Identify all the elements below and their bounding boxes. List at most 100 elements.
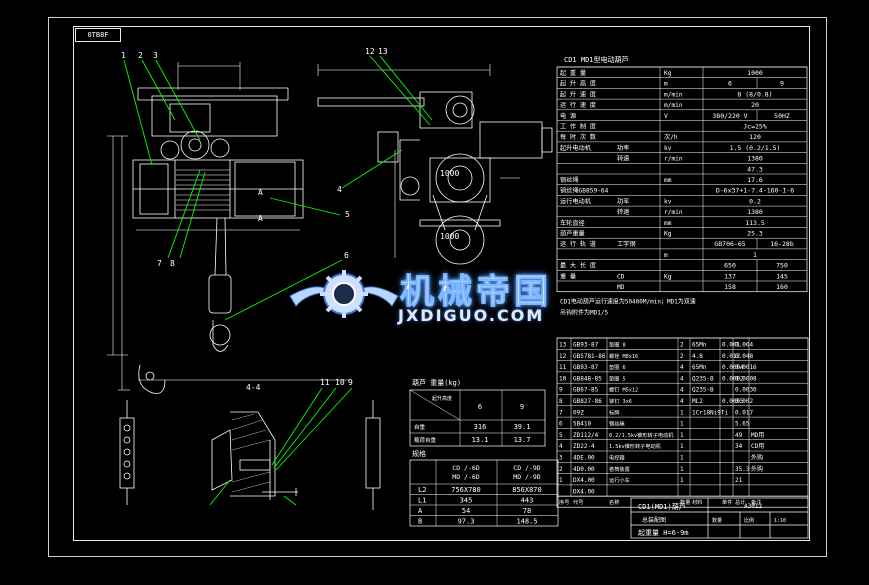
dim-cell: 97.3 bbox=[458, 518, 475, 526]
param-value: 1380 bbox=[747, 208, 763, 216]
parts-cell: 卷筒装置 bbox=[609, 465, 630, 473]
drawing-title: CD1(MD1)葫芦 bbox=[638, 502, 686, 511]
param-value: 650 bbox=[724, 262, 736, 270]
parts-cell: Q235-B bbox=[692, 375, 714, 382]
parts-cell: GB93-87 bbox=[573, 364, 599, 371]
leader-lines-detail bbox=[209, 387, 353, 506]
parts-row: DX4.00 bbox=[573, 488, 595, 495]
leader-9: 9 bbox=[348, 378, 353, 387]
parts-cell: 6 bbox=[559, 421, 563, 428]
param-value: 1000 bbox=[747, 69, 763, 77]
param-label: 起 升 高 度 bbox=[560, 80, 596, 88]
dim-row-label: B bbox=[418, 518, 422, 526]
parts-cell: 电控箱 bbox=[609, 454, 625, 462]
param-unit: Kg bbox=[664, 70, 672, 77]
parts-cell: 0.0004 bbox=[722, 364, 744, 371]
parts-cell: 13 bbox=[559, 342, 567, 349]
parts-header-cell: 总计 bbox=[735, 498, 745, 506]
param-row: 最 大 长 度 650 750 bbox=[560, 262, 788, 270]
parts-cell: 11 bbox=[559, 364, 567, 371]
param-value: 25.3 bbox=[747, 230, 763, 238]
param-value: 47.3 bbox=[747, 165, 763, 173]
dim-cell: 856X870 bbox=[512, 486, 542, 494]
parts-cell: 1 bbox=[680, 409, 684, 416]
parts-cell: 4 bbox=[680, 364, 684, 371]
parts-cell: 运行小车 bbox=[609, 476, 630, 484]
parts-cell: 0.001 bbox=[722, 342, 740, 349]
param-value: 50HZ bbox=[774, 112, 790, 120]
pendant-views bbox=[119, 400, 381, 510]
parts-cell: 0.0008 bbox=[735, 375, 757, 382]
dim-cell: 54 bbox=[462, 507, 470, 515]
corner-tag: 0TB8F bbox=[75, 28, 121, 42]
param-value: 380/220 V bbox=[712, 112, 747, 120]
parts-cell: 0.012 bbox=[722, 353, 740, 360]
parts-cell: GB67-85 bbox=[573, 387, 599, 394]
param-unit: mm bbox=[664, 177, 672, 184]
parts-cell: 0.2/1.5kv锥形转子电动机 bbox=[609, 431, 674, 439]
param-value: 6 bbox=[728, 80, 732, 88]
param-value: 750 bbox=[776, 262, 788, 270]
parts-cell: 0.0005 bbox=[722, 398, 744, 405]
parts-cell: 34 bbox=[735, 443, 743, 450]
parts-cell: GB93-87 bbox=[573, 342, 599, 349]
param-label: 运 行 轨 道 bbox=[560, 240, 596, 248]
param-value: 120 bbox=[749, 133, 761, 141]
parts-cell: 1Cr18Ni9Ti bbox=[692, 409, 729, 416]
param-unit: Kg bbox=[664, 273, 672, 280]
parts-cell: 0.0016 bbox=[735, 364, 757, 371]
parts-header-cell: 名称 bbox=[609, 498, 619, 506]
parts-cell: 4 bbox=[680, 387, 684, 394]
weight-row-label: 自重 bbox=[414, 423, 426, 431]
parts-cell: 8 bbox=[559, 398, 563, 405]
param-value: D-6x37+1-7.4-160-I-6 bbox=[716, 187, 794, 195]
parts-cell: 9 bbox=[559, 387, 563, 394]
parts-header-cell: 备注 bbox=[751, 498, 761, 506]
param-sub: 功率 bbox=[617, 197, 629, 205]
dim-cell: 756X780 bbox=[451, 486, 481, 494]
parts-cell: 1 bbox=[680, 421, 684, 428]
parts-cell: 1.5kv锥形转子电动机 bbox=[609, 442, 662, 450]
parts-cell: 4 bbox=[680, 375, 684, 382]
leader-10: 10 bbox=[335, 378, 345, 387]
param-unit: 次/h bbox=[664, 133, 678, 141]
parts-cell: 12 bbox=[559, 353, 567, 360]
parts-header-cell: 数量 bbox=[680, 498, 690, 506]
param-table-title: CD1 MD1型电动葫芦 bbox=[564, 55, 629, 64]
param-label: 最 大 长 度 bbox=[560, 262, 596, 270]
leader-7: 7 bbox=[157, 259, 162, 268]
parts-cell: 5 bbox=[559, 432, 563, 439]
section-detail bbox=[211, 411, 298, 500]
dim-table-title: 规格 bbox=[412, 449, 426, 458]
param-unit: m bbox=[664, 81, 668, 88]
dim-row-label: L2 bbox=[418, 486, 426, 494]
parts-cell: ML2 bbox=[692, 398, 703, 405]
param-unit: r/min bbox=[664, 156, 683, 163]
parts-cell: DX4.00 bbox=[573, 488, 595, 495]
param-value: 160 bbox=[776, 283, 788, 291]
drawing-border bbox=[48, 17, 827, 557]
parts-cell: 1 bbox=[680, 455, 684, 462]
param-value: 9 bbox=[780, 80, 784, 88]
parts-cell: 5B410 bbox=[573, 421, 591, 428]
weight-cell: 13.7 bbox=[514, 436, 531, 444]
section-label: 4-4 bbox=[246, 383, 261, 392]
param-label: 每 时 次 数 bbox=[560, 133, 597, 141]
param-sub: 功率 bbox=[617, 144, 629, 152]
leader-1: 1 bbox=[121, 51, 126, 60]
parts-cell: MD用 bbox=[751, 432, 764, 439]
param-row: 起 升 高 度 m 6 9 bbox=[560, 80, 784, 88]
parts-cell: 5.65 bbox=[735, 421, 750, 428]
drawing-subtitle: 总装配图 bbox=[642, 516, 666, 524]
